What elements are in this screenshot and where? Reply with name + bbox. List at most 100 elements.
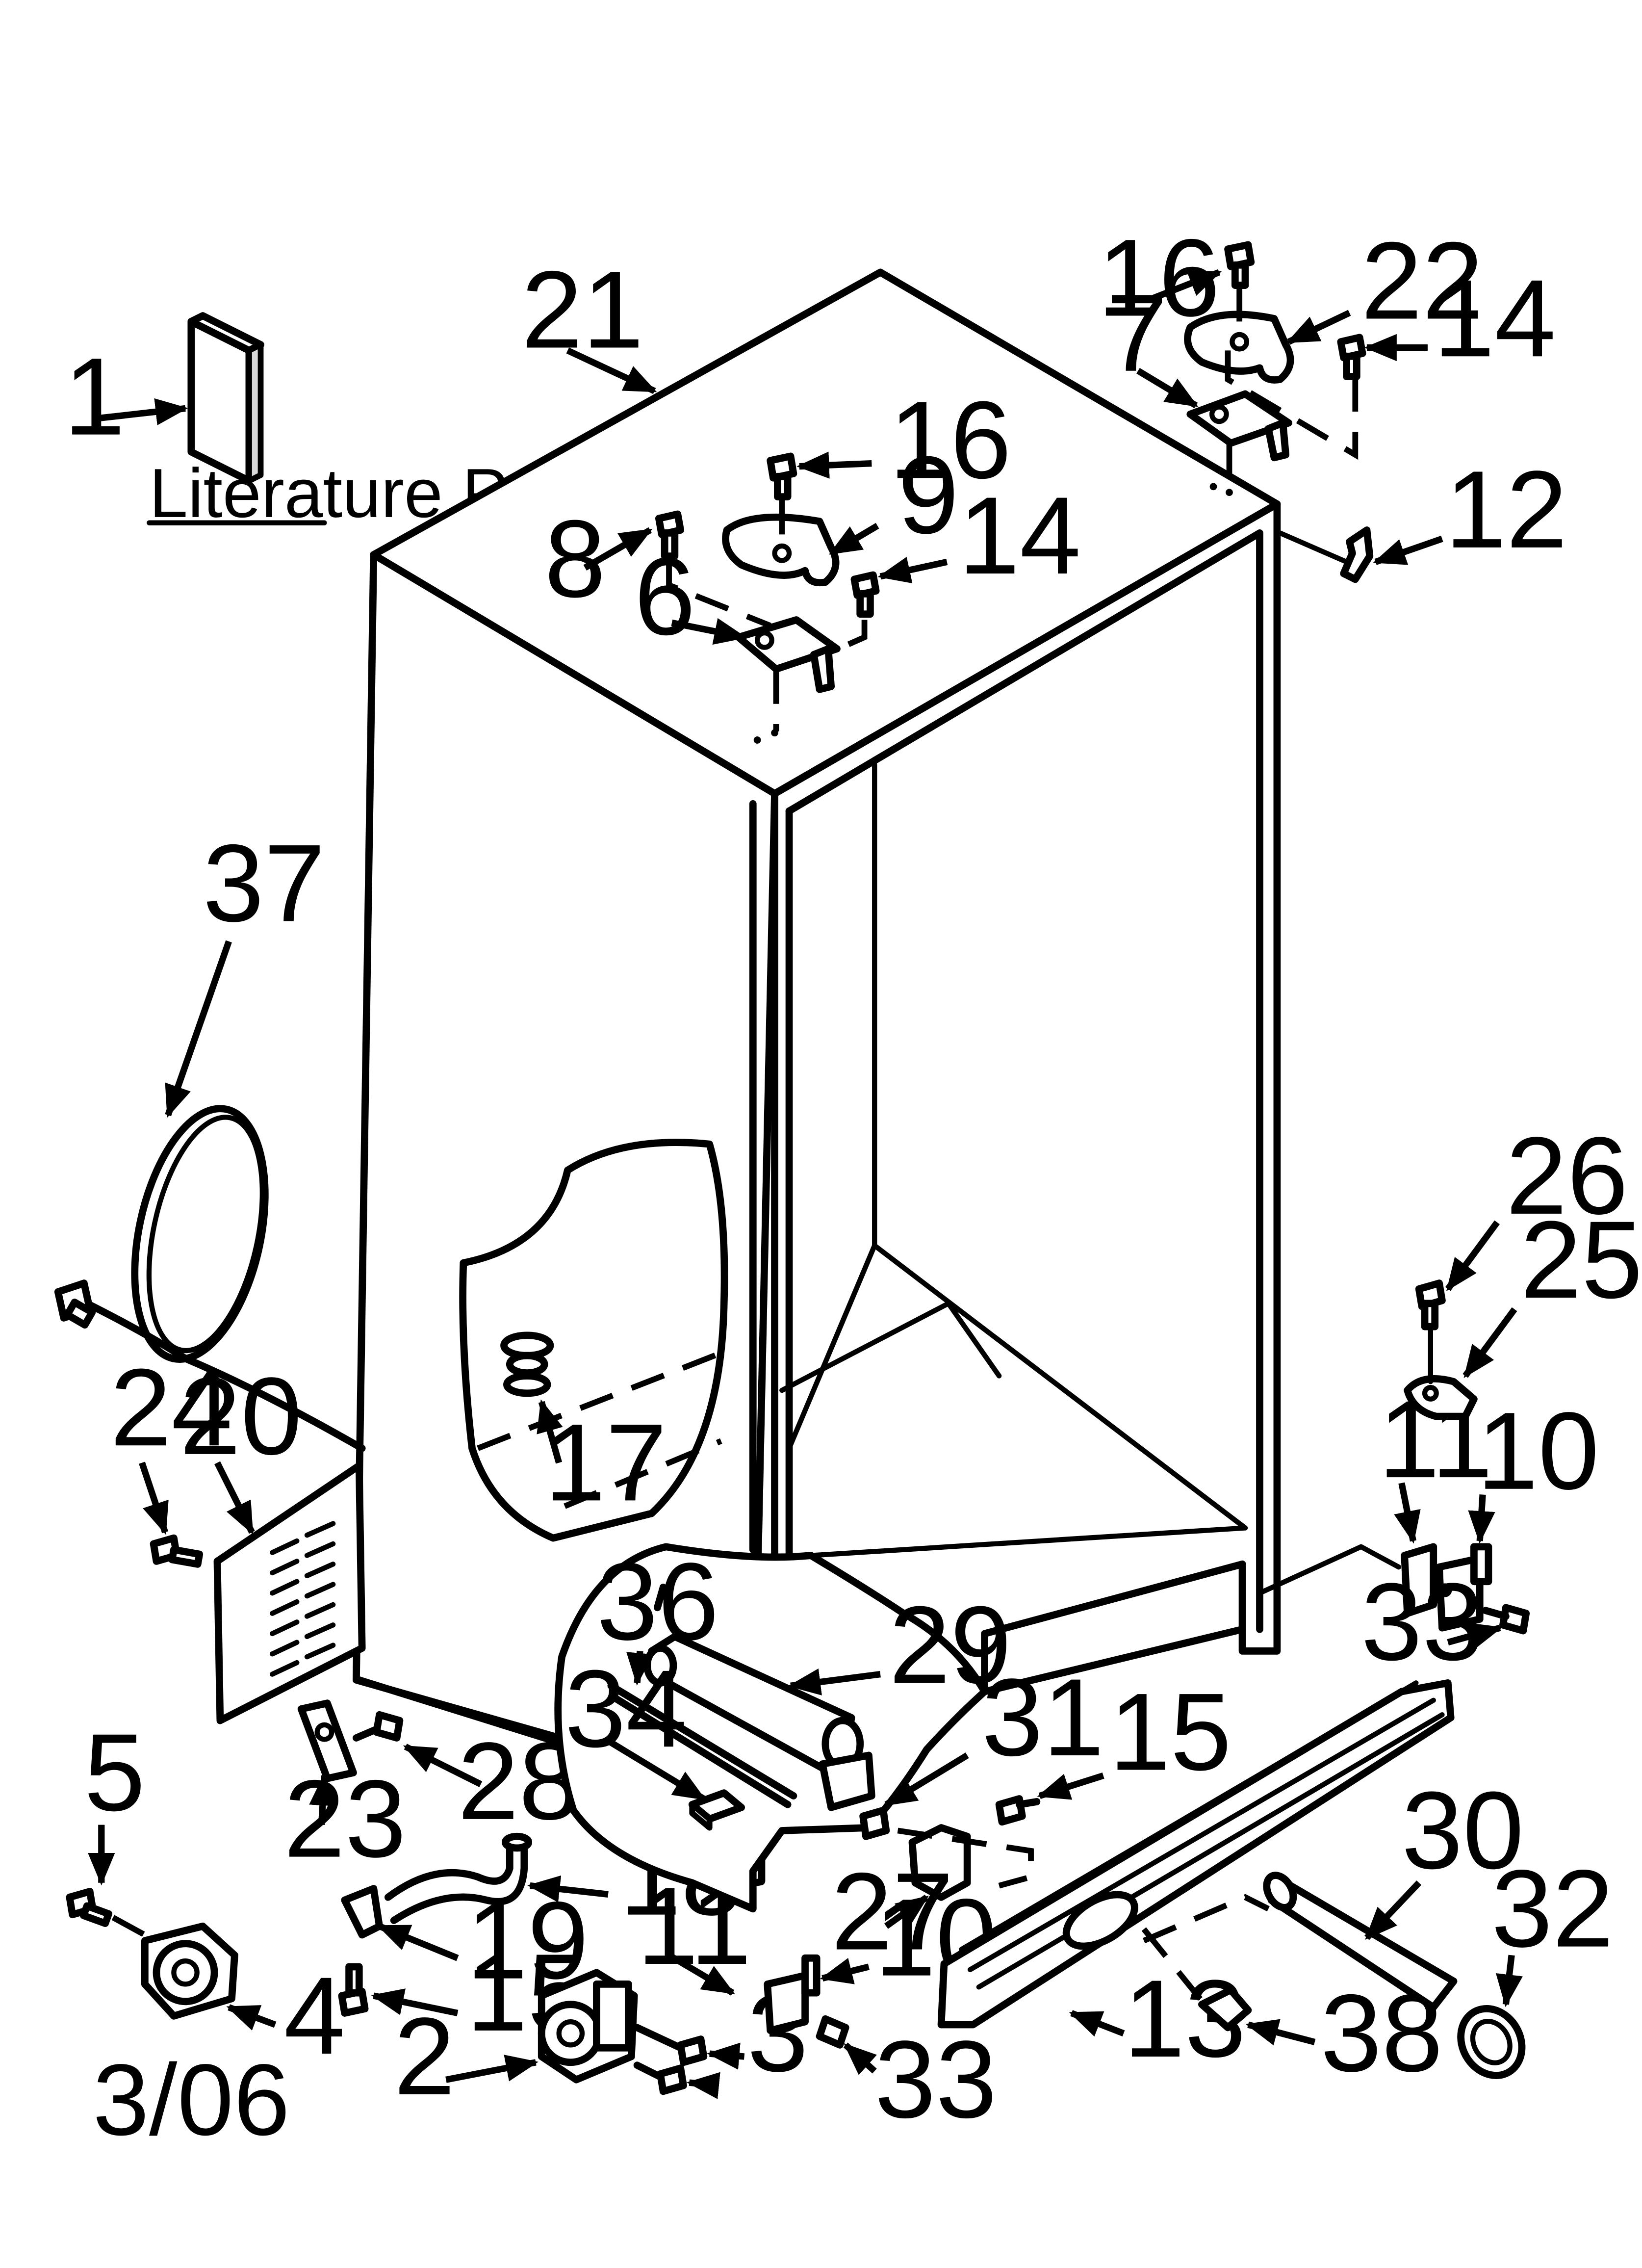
callout-7: 7 bbox=[1106, 271, 1168, 394]
screw-8 bbox=[655, 510, 685, 560]
callout-2: 2 bbox=[394, 1995, 455, 2118]
leader-13 bbox=[1069, 2010, 1125, 2037]
callout-16-left: 16 bbox=[889, 378, 1012, 501]
leader-3-lower bbox=[686, 2072, 720, 2099]
screw-16-left bbox=[767, 452, 797, 500]
leader-24 bbox=[139, 1461, 169, 1535]
screw-5 bbox=[66, 1888, 113, 1927]
callout-30: 30 bbox=[1402, 1769, 1524, 1892]
leader-12 bbox=[1373, 535, 1443, 565]
leader-3-upper bbox=[707, 2042, 745, 2070]
leader-1 bbox=[95, 398, 188, 425]
leader-15-lower bbox=[371, 1988, 459, 2016]
leader-21 bbox=[566, 347, 657, 394]
screw-28 bbox=[352, 1711, 404, 1742]
callout-20: 20 bbox=[180, 1355, 302, 1478]
leader-2 bbox=[445, 2055, 539, 2083]
callout-21: 21 bbox=[521, 248, 644, 371]
callout-15-upper: 15 bbox=[1109, 1670, 1232, 1793]
leader-33-right bbox=[1447, 1622, 1503, 1649]
leader-23 bbox=[309, 1773, 336, 1825]
water-filter-30 bbox=[1263, 1872, 1458, 2011]
literature-parts-booklet bbox=[187, 312, 264, 485]
leader-25 bbox=[1462, 1307, 1517, 1378]
leader-16-left bbox=[796, 451, 872, 479]
screw-3-upper bbox=[633, 2024, 708, 2066]
leader-6 bbox=[671, 618, 747, 645]
leader-8 bbox=[583, 527, 653, 571]
leader-7 bbox=[1136, 368, 1199, 409]
leader-31 bbox=[884, 1752, 969, 1808]
clip-12 bbox=[1277, 526, 1374, 583]
bracket-23 bbox=[297, 1699, 357, 1782]
callout-25: 25 bbox=[1520, 1198, 1642, 1321]
callout-14-right: 14 bbox=[1434, 257, 1556, 380]
leader-9 bbox=[828, 522, 879, 556]
screw-24 bbox=[150, 1534, 204, 1568]
leader-15-upper bbox=[1037, 1772, 1104, 1800]
leader-29 bbox=[788, 1668, 881, 1695]
hinge-cam-25 bbox=[1404, 1375, 1478, 1420]
callout-29: 29 bbox=[889, 1583, 1012, 1706]
leader-30 bbox=[1364, 1880, 1422, 1940]
leader-19 bbox=[377, 1923, 459, 1961]
leader-16-right bbox=[1151, 269, 1222, 302]
screw-15-upper bbox=[995, 1795, 1041, 1826]
grommet-17 bbox=[500, 1331, 554, 1397]
screw-15-lower bbox=[338, 1963, 369, 2017]
base-grille-13 bbox=[937, 1679, 1455, 2029]
callout-33-left: 33 bbox=[874, 2018, 997, 2141]
callout-27: 27 bbox=[831, 1850, 954, 1973]
callout-12: 12 bbox=[1445, 448, 1567, 571]
callout-23: 23 bbox=[284, 1757, 407, 1880]
callout-8: 8 bbox=[544, 497, 606, 620]
screw-33-left bbox=[816, 2015, 849, 2049]
drain-tube-18 bbox=[384, 1832, 533, 1924]
leader-10-right bbox=[1468, 1494, 1495, 1544]
callout-16-right: 16 bbox=[1098, 216, 1220, 339]
leader-37 bbox=[165, 940, 232, 1118]
leader-20 bbox=[214, 1461, 255, 1535]
callout-5: 5 bbox=[84, 1711, 145, 1834]
top-hinge-right-assembly bbox=[1184, 241, 1366, 484]
callout-26: 26 bbox=[1506, 1114, 1628, 1237]
clamp-19 bbox=[341, 1885, 383, 1939]
screw-26 bbox=[1415, 1279, 1446, 1384]
callout-32: 32 bbox=[1491, 1847, 1614, 1970]
leader-33-left bbox=[843, 2042, 877, 2075]
callout-31: 31 bbox=[982, 1656, 1104, 1779]
leader-4 bbox=[226, 2004, 277, 2031]
callout-33-right: 33 bbox=[1361, 1560, 1484, 1683]
leader-26 bbox=[1445, 1220, 1500, 1291]
leader-32 bbox=[1495, 1955, 1523, 2007]
callout-36: 36 bbox=[596, 1540, 719, 1663]
callout-14-left: 14 bbox=[958, 474, 1081, 597]
callout-24: 24 bbox=[110, 1346, 233, 1469]
leader-11-left bbox=[667, 1952, 735, 1996]
lower-hinge-right bbox=[1401, 1543, 1492, 1632]
screw-14-left bbox=[850, 571, 880, 618]
screw-14-right bbox=[1337, 334, 1366, 380]
block-34 bbox=[688, 1789, 745, 1831]
leader-27 bbox=[884, 1894, 929, 1929]
screw-16-right bbox=[1224, 241, 1255, 289]
leader-14-left bbox=[877, 556, 948, 584]
callout-37: 37 bbox=[203, 822, 325, 945]
screw-33-right bbox=[1482, 1604, 1530, 1635]
knob-38 bbox=[1198, 1986, 1252, 2032]
callout-9: 9 bbox=[898, 433, 959, 556]
front-roller-2 bbox=[538, 1969, 638, 2084]
callout-10-right: 10 bbox=[1477, 1389, 1599, 1512]
bracket-27 bbox=[908, 1824, 971, 1901]
callout-17: 17 bbox=[544, 1401, 667, 1524]
leader-11-right bbox=[1394, 1482, 1421, 1544]
callout-34: 34 bbox=[564, 1647, 687, 1770]
rear-roller-4 bbox=[141, 1922, 238, 2020]
leader-10-left bbox=[820, 1957, 870, 1984]
water-tube-coil-37 bbox=[54, 1105, 366, 1452]
callout-6: 6 bbox=[634, 535, 695, 658]
callout-1: 1 bbox=[64, 335, 125, 458]
cutaway-17 bbox=[459, 1139, 728, 1542]
leader-38 bbox=[1245, 2019, 1316, 2046]
